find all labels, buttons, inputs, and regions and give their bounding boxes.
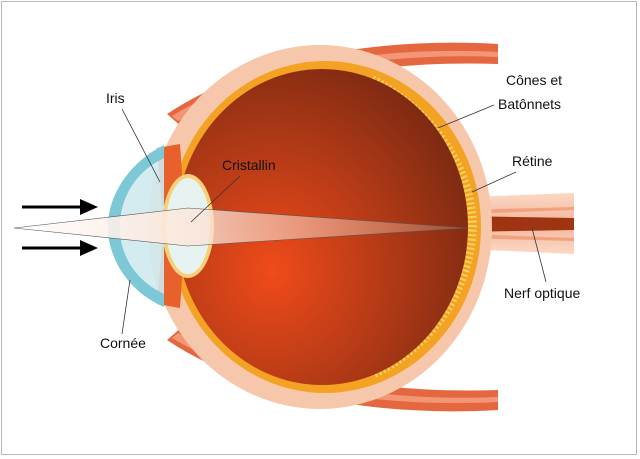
nerf-leader-line (531, 227, 547, 283)
label-cones-line2: Batônnets (498, 96, 561, 112)
retine-leader-line (471, 171, 517, 193)
label-nerf-optique: Nerf optique (504, 285, 580, 301)
label-iris: Iris (106, 90, 125, 106)
label-cornee: Cornée (100, 335, 146, 351)
cornea (107, 145, 164, 307)
label-cristallin: Cristallin (222, 157, 276, 173)
light-ray-bottom (13, 227, 469, 247)
incoming-light-arrow-upper (22, 199, 98, 215)
label-cones-line1: Cônes et (506, 72, 562, 88)
lower-eye-muscle (167, 327, 498, 412)
cristallin-leader-line (190, 175, 241, 223)
incoming-light-arrow-lower (22, 240, 98, 256)
light-ray-top (13, 207, 469, 229)
iris-leader-line (121, 108, 161, 183)
label-retine: Rétine (512, 153, 553, 169)
light-beam (14, 208, 468, 246)
cornee-leader-line (121, 279, 131, 335)
upper-eye-muscle (167, 42, 498, 127)
cones-leader-line (437, 104, 495, 129)
